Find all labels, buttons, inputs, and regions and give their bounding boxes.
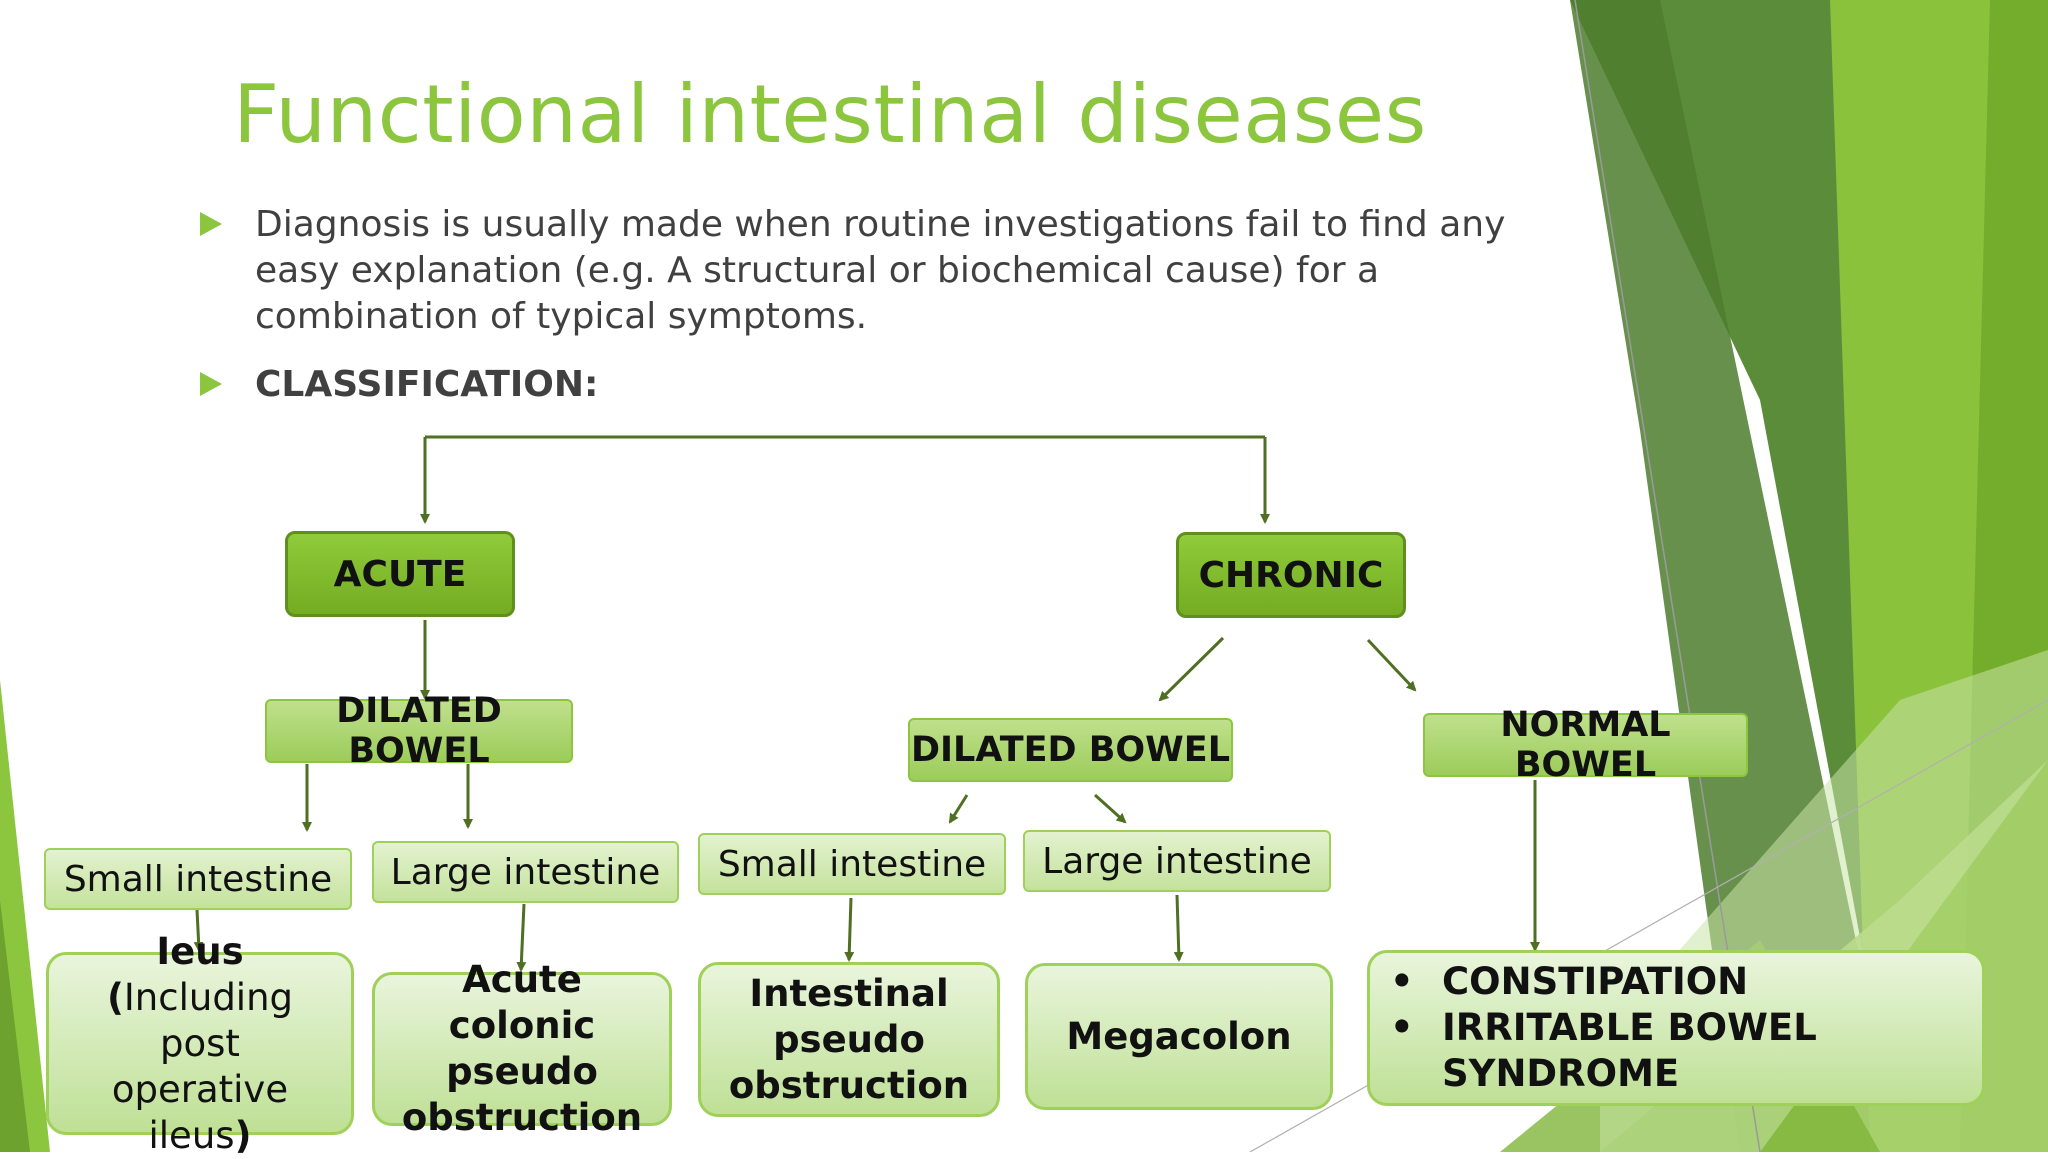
normal-bowel-box: NORMAL BOWEL [1423,705,1748,785]
ileus-close: ) [234,1113,252,1157]
acute-small-intestine-box: Small intestine [44,848,352,910]
bullet-dot-icon: • [1390,1006,1414,1049]
condition-text: CONSTIPATION [1442,960,1749,1003]
chronic-large-intestine-box: Large intestine [1023,830,1331,892]
condition-text: IRRITABLE BOWEL SYNDROME [1442,1006,1817,1095]
list-item: • CONSTIPATION [1390,959,1982,1005]
ileus-term: Ieus ( [106,929,244,1019]
ileus-box: Ieus (Including post operative ileus) [46,930,354,1157]
normal-bowel-conditions-box: • CONSTIPATION • IRRITABLE BOWEL SYNDROME [1367,950,1985,1106]
acute-colonic-box: Acute colonic pseudo obstruction [372,958,672,1139]
bullet-classification: CLASSIFICATION: [200,362,1600,412]
acute-box: ACUTE [285,531,515,617]
bullet-text: CLASSIFICATION: [255,364,599,405]
chronic-dilated-bowel-box: DILATED BOWEL [908,718,1233,782]
chronic-small-intestine-box: Small intestine [698,833,1006,895]
acute-dilated-bowel-box: DILATED BOWEL [265,691,573,771]
bullet-diagnosis: Diagnosis is usually made when routine i… [200,202,1600,342]
intestinal-pseudo-box: Intestinal pseudo obstruction [698,962,1000,1117]
page-title: Functional intestinal diseases [233,68,1427,161]
chronic-box: CHRONIC [1176,532,1406,618]
bullet-arrow-icon [200,372,222,396]
bullet-text: Diagnosis is usually made when routine i… [255,204,1506,337]
list-item: • IRRITABLE BOWEL SYNDROME [1390,1005,1982,1097]
acute-large-intestine-box: Large intestine [372,841,679,903]
ileus-text: Ieus (Including post operative ileus) [67,929,333,1159]
bullet-arrow-icon [200,212,222,236]
megacolon-box: Megacolon [1025,963,1333,1110]
conditions-list: • CONSTIPATION • IRRITABLE BOWEL SYNDROME [1390,959,1982,1097]
bullet-dot-icon: • [1390,960,1414,1003]
ileus-detail: Including post operative ileus [111,975,294,1157]
